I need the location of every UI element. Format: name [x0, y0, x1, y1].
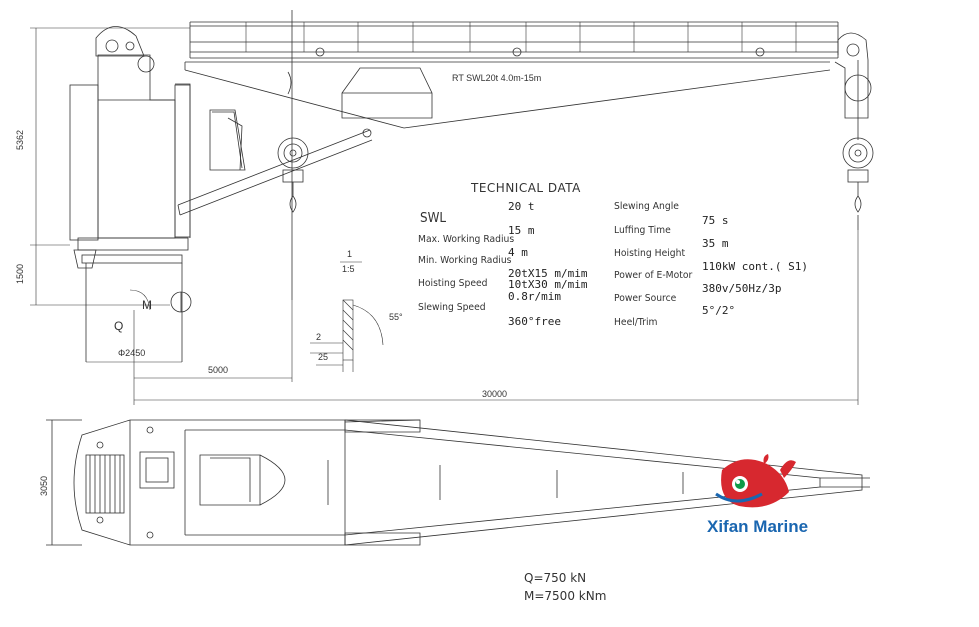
boom-tip [834, 32, 874, 230]
value-power-source: 380v/50Hz/3p [702, 282, 782, 295]
label-heel-trim: Heel/Trim [614, 317, 658, 328]
value-heel-trim: 5°/2° [702, 304, 736, 317]
value-hoist-speed-2: 10tX30 m/mim [508, 278, 588, 291]
label-slewing-angle: Slewing Angle [614, 201, 679, 212]
dim-weld-depth: 25 [318, 352, 329, 362]
value-slewing-speed: 360°free [508, 315, 561, 328]
value-luffing-time: 75 s [702, 214, 729, 227]
load-m: M=7500 kNm [524, 589, 607, 603]
label-min-radius: Min. Working Radius [418, 255, 512, 266]
dim-bevel-angle: 55° [389, 312, 403, 322]
crane-house [69, 26, 373, 362]
label-power-source: Power Source [614, 293, 677, 304]
dim-weld-gap: 2 [316, 332, 322, 342]
label-hoisting-height: Hoisting Height [614, 248, 686, 259]
label-hoisting-speed: Hoisting Speed [418, 278, 488, 289]
value-hoisting-height: 35 m [702, 237, 729, 250]
technical-data-title: TECHNICAL DATA [471, 181, 581, 195]
m-label: M [142, 298, 152, 312]
value-min-radius: 4 m [508, 246, 528, 259]
scale-numerator: 1 [347, 249, 353, 259]
brand-name: Xifan Marine [707, 517, 809, 536]
boom-label: RT SWL20t 4.0m-15m [452, 73, 542, 83]
dim-pedestal-diameter: Φ2450 [118, 348, 146, 358]
dim-max-reach: 30000 [482, 389, 508, 399]
hook-block-inner [277, 10, 309, 300]
label-slewing-speed: Slewing Speed [418, 302, 486, 313]
dimension-lines [30, 27, 859, 405]
label-max-radius: Max. Working Radius [418, 234, 515, 245]
value-hoist-speed-1: 20tX15 m/mim [508, 267, 588, 280]
q-label: Q [114, 319, 124, 333]
dim-pedestal-height: 1500 [15, 263, 25, 284]
dim-boom-width: 3050 [39, 475, 49, 496]
label-luffing-time: Luffing Time [614, 225, 671, 236]
xifan-logo-icon [715, 454, 796, 508]
value-swl: 20 t [508, 200, 535, 213]
boom-top-view [46, 419, 870, 546]
value-max-radius: 15 m [508, 224, 535, 237]
label-swl: SWL [420, 211, 447, 226]
label-emotor-power: Power of E-Motor [614, 270, 693, 281]
dim-overall-height: 5362 [15, 129, 25, 150]
dim-slew-offset: 5000 [208, 365, 229, 375]
value-hoist-speed-3: 0.8r/mim [508, 290, 561, 303]
load-q: Q=750 kN [524, 571, 587, 585]
scale-denominator: 1:5 [342, 264, 355, 274]
value-emotor-power: 110kW cont.( S1) [702, 260, 808, 273]
